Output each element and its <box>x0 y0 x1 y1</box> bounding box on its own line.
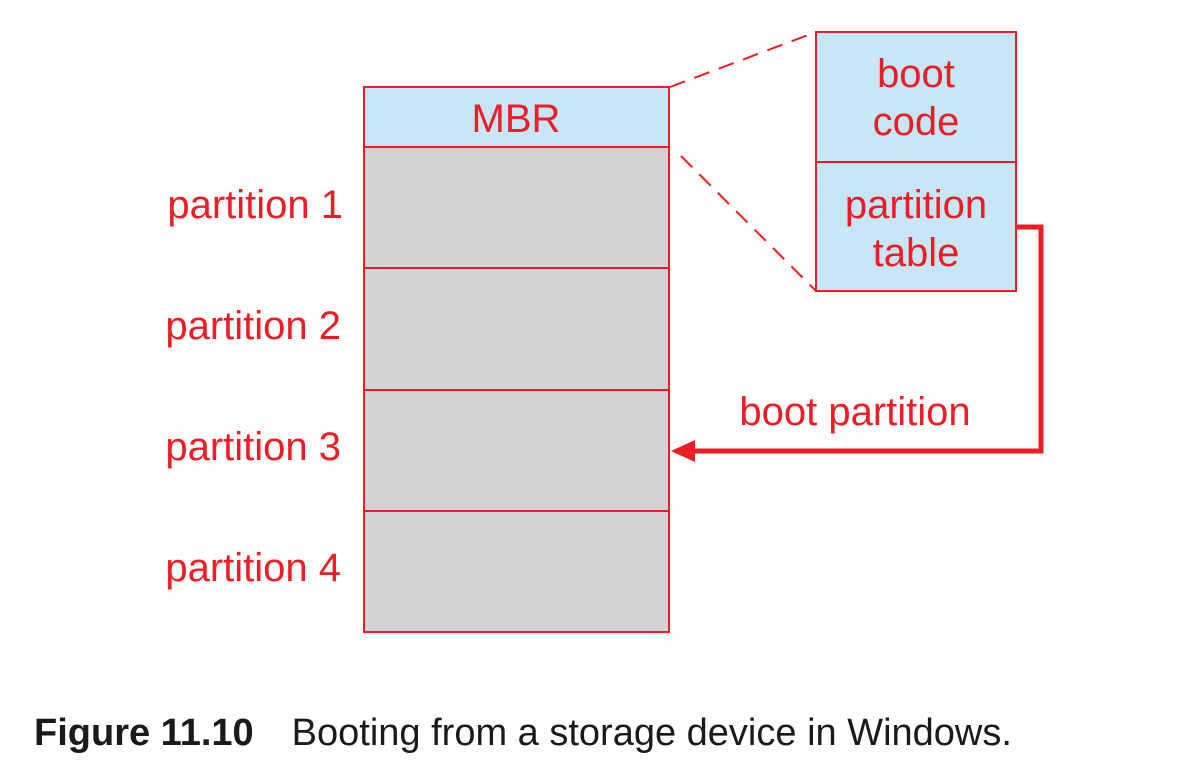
zoom-line-top <box>669 31 817 88</box>
partition-1-label: partition 1 <box>167 183 343 227</box>
partition-4-block <box>363 510 670 633</box>
mbr-label: MBR <box>472 97 561 141</box>
figure-caption-text: Booting from a storage device in Windows… <box>291 712 1012 754</box>
partition-table-label-line1: partition <box>845 183 987 227</box>
partition-table-label-line2: table <box>873 231 960 275</box>
figure-caption: Figure 11.10 Booting from a storage devic… <box>34 712 1012 755</box>
partition-3-label: partition 3 <box>165 425 341 469</box>
figure-number: Figure 11.10 <box>34 712 254 754</box>
partition-2-block <box>363 267 670 391</box>
partition-3-block <box>363 389 670 512</box>
boot-code-block <box>815 31 1017 163</box>
mbr-block <box>363 86 670 148</box>
boot-partition-arrow <box>692 224 1044 454</box>
partition-table-block <box>815 161 1017 292</box>
partition-2-label: partition 2 <box>165 304 341 348</box>
boot-code-label-line2: code <box>873 100 960 144</box>
boot-code-label-line1: boot <box>877 52 955 96</box>
boot-partition-arrowhead <box>671 440 695 462</box>
boot-partition-label: boot partition <box>739 390 970 434</box>
boot-diagram: MBR partition 1 partition 2 partition 3 … <box>165 31 1044 633</box>
partition-1-block <box>363 146 670 269</box>
zoom-line-bottom <box>680 155 817 292</box>
partition-4-label: partition 4 <box>165 546 341 590</box>
